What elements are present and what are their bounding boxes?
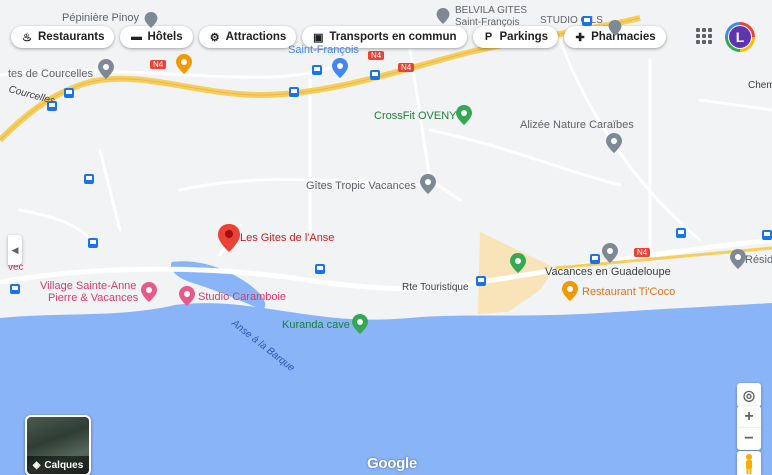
green-place-pin-icon[interactable] bbox=[456, 105, 472, 125]
bus-stop-icon[interactable] bbox=[582, 16, 592, 26]
rte-touristique-road bbox=[0, 237, 772, 292]
place-label[interactable]: Kuranda cave bbox=[282, 319, 350, 331]
place-label[interactable]: Vacances en Guadeloupe bbox=[545, 266, 671, 278]
avatar-initial: L bbox=[728, 25, 752, 49]
chip-parkings[interactable]: P Parkings bbox=[472, 26, 559, 48]
apps-grid-icon[interactable] bbox=[696, 28, 712, 44]
parking-icon: P bbox=[484, 31, 493, 43]
road-label: Rte Touristique bbox=[402, 282, 469, 293]
place-label[interactable]: Gîtes Tropic Vacances bbox=[306, 180, 416, 192]
chip-pharmacies[interactable]: ✚ Pharmacies bbox=[564, 26, 666, 48]
bus-stop-icon[interactable] bbox=[315, 264, 325, 274]
chip-label: Restaurants bbox=[38, 31, 105, 43]
beach-pin-icon[interactable] bbox=[510, 253, 526, 273]
gray-place-pin-icon[interactable] bbox=[420, 174, 436, 194]
place-label: vec bbox=[8, 262, 24, 273]
road-label: Chem bbox=[748, 80, 772, 91]
chevron-left-icon: ◀ bbox=[11, 244, 19, 255]
chip-restaurants[interactable]: ♨ Restaurants bbox=[11, 26, 115, 48]
bus-stop-icon[interactable] bbox=[762, 230, 772, 240]
selected-place-pin-icon[interactable] bbox=[218, 224, 240, 252]
category-chip-bar: ♨ Restaurants ▬ Hôtels ⚙ Attractions ▣ Trans… bbox=[11, 26, 666, 48]
zoom-out-button[interactable]: − bbox=[737, 428, 761, 450]
gray-place-pin-icon bbox=[144, 12, 158, 28]
gray-place-pin-icon[interactable] bbox=[606, 133, 622, 153]
n4-shield: N4 bbox=[634, 248, 651, 257]
place-label[interactable]: CrossFit OVENY bbox=[374, 110, 457, 122]
bus-stop-icon[interactable] bbox=[84, 174, 94, 184]
gray-place-pin-icon[interactable] bbox=[98, 59, 114, 79]
chip-attractions[interactable]: ⚙ Attractions bbox=[198, 26, 297, 48]
gray-place-pin-icon bbox=[436, 8, 450, 24]
zoom-in-button[interactable]: + bbox=[737, 406, 761, 428]
layers-button[interactable]: ◈Calques bbox=[25, 415, 91, 475]
place-label[interactable]: Saint-François bbox=[288, 44, 359, 56]
bus-stop-icon[interactable] bbox=[476, 276, 486, 286]
selected-place-label[interactable]: Les Gites de l'Anse bbox=[240, 232, 335, 244]
lagoon bbox=[170, 261, 266, 310]
place-label: Saint-François bbox=[455, 17, 520, 28]
chip-label: Transports en commun bbox=[329, 31, 457, 43]
place-label[interactable]: Restaurant Ti'Coco bbox=[582, 286, 676, 298]
attractions-icon: ⚙ bbox=[209, 31, 220, 44]
gray-place-pin-icon[interactable] bbox=[602, 243, 618, 263]
google-logo: Google bbox=[367, 455, 417, 472]
place-label: Pierre & Vacances bbox=[48, 292, 139, 304]
sea bbox=[0, 303, 772, 475]
google-logo-text: Google bbox=[367, 455, 417, 472]
restaurant-pin-icon[interactable] bbox=[176, 54, 192, 74]
bus-stop-icon[interactable] bbox=[370, 70, 380, 80]
place-label[interactable]: Résid bbox=[745, 254, 772, 266]
hotel-pin-icon[interactable] bbox=[141, 282, 157, 302]
hiking-pin-icon[interactable] bbox=[352, 314, 368, 334]
hotel-icon: ▬ bbox=[130, 31, 142, 43]
account-avatar[interactable]: L bbox=[725, 22, 755, 52]
place-label[interactable]: tes de Courcelles bbox=[8, 68, 93, 80]
gray-place-pin-icon bbox=[608, 20, 622, 36]
pharmacy-icon: ✚ bbox=[575, 31, 585, 44]
n4-shield: N4 bbox=[398, 63, 415, 72]
gray-place-pin-icon[interactable] bbox=[730, 249, 746, 269]
my-location-button[interactable]: ◎ bbox=[737, 383, 761, 407]
bus-stop-icon[interactable] bbox=[676, 228, 686, 238]
chip-label: Pharmacies bbox=[591, 31, 656, 43]
street-view-pegman-icon[interactable] bbox=[737, 451, 761, 475]
layers-label: Calques bbox=[44, 459, 84, 471]
place-label[interactable]: BELVILA GITES bbox=[455, 5, 528, 16]
place-label[interactable]: Studio Caramboie bbox=[198, 291, 287, 303]
place-label[interactable]: Alizée Nature Caraïbes bbox=[520, 119, 634, 131]
chip-hotels[interactable]: ▬ Hôtels bbox=[120, 26, 193, 48]
side-panel-toggle[interactable]: ◀ bbox=[8, 235, 22, 265]
hotel-pin-icon[interactable] bbox=[179, 286, 195, 306]
bus-stop-icon[interactable] bbox=[289, 87, 299, 97]
place-label[interactable]: Pépinière Pinoy bbox=[62, 12, 140, 24]
bus-stop-icon[interactable] bbox=[10, 284, 20, 294]
layers-icon: ◈ bbox=[32, 459, 41, 471]
restaurant-pin-icon[interactable] bbox=[562, 281, 578, 301]
transit-icon: ▣ bbox=[313, 31, 324, 44]
layers-caption: ◈Calques bbox=[27, 456, 89, 474]
chip-label: Hôtels bbox=[147, 31, 183, 43]
restaurant-icon: ♨ bbox=[22, 31, 32, 44]
location-target-icon: ◎ bbox=[742, 386, 756, 403]
chip-transit[interactable]: ▣ Transports en commun bbox=[302, 26, 467, 48]
chip-label: Parkings bbox=[499, 31, 549, 43]
bus-stop-icon[interactable] bbox=[312, 65, 322, 75]
bus-stop-icon[interactable] bbox=[88, 238, 98, 248]
place-label[interactable]: Village Sainte-Anne bbox=[40, 280, 137, 292]
n4-shield: N4 bbox=[368, 51, 385, 60]
beach-area bbox=[478, 232, 555, 314]
n4-shield: N4 bbox=[150, 60, 167, 69]
blue-place-pin-icon[interactable] bbox=[332, 58, 348, 78]
place-label[interactable]: STUDIO CILS bbox=[540, 15, 603, 26]
bus-stop-icon[interactable] bbox=[64, 88, 74, 98]
bus-stop-icon[interactable] bbox=[47, 101, 57, 111]
bus-stop-icon[interactable] bbox=[590, 254, 600, 264]
chip-label: Attractions bbox=[225, 31, 287, 43]
